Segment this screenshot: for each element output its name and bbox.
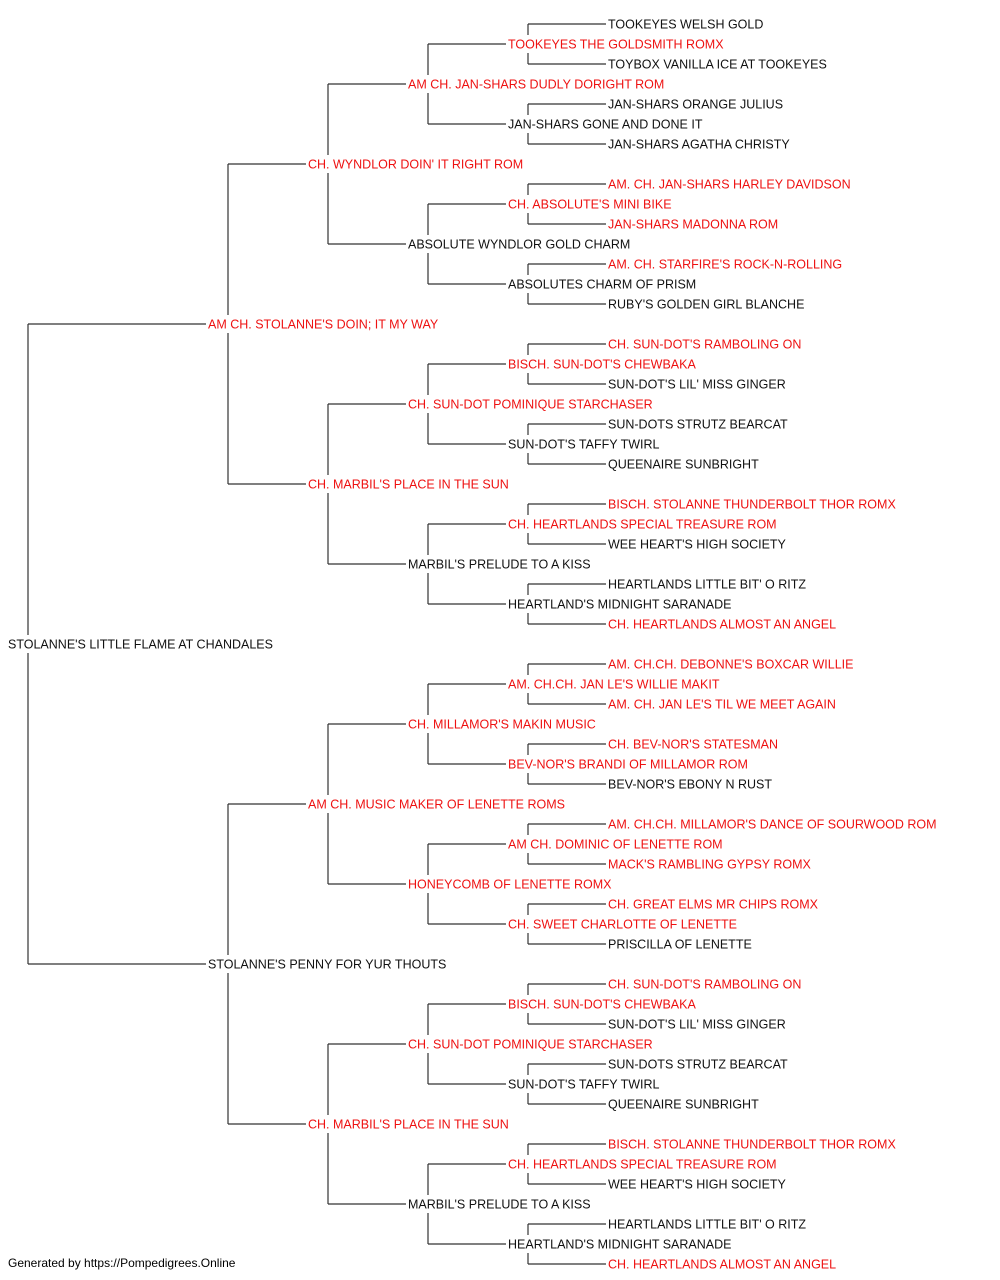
ancestor-name-gen5: RUBY'S GOLDEN GIRL BLANCHE [608, 298, 804, 312]
ancestor-name-gen4: TOOKEYES THE GOLDSMITH ROMX [508, 38, 724, 52]
subject-dog-name: STOLANNE'S LITTLE FLAME AT CHANDALES [8, 638, 273, 652]
ancestor-name-gen2: CH. MARBIL'S PLACE IN THE SUN [308, 478, 509, 492]
ancestor-name-gen4: CH. HEARTLANDS SPECIAL TREASURE ROM [508, 1158, 777, 1172]
ancestor-name-gen5: WEE HEART'S HIGH SOCIETY [608, 538, 787, 552]
ancestor-name-gen5: WEE HEART'S HIGH SOCIETY [608, 1178, 787, 1192]
ancestor-name-gen5: AM. CH. STARFIRE'S ROCK-N-ROLLING [608, 258, 842, 272]
ancestor-name-gen3: ABSOLUTE WYNDLOR GOLD CHARM [408, 238, 630, 252]
ancestor-name-gen4: HEARTLAND'S MIDNIGHT SARANADE [508, 1238, 732, 1252]
ancestor-name-gen5: CH. HEARTLANDS ALMOST AN ANGEL [608, 1258, 836, 1272]
ancestor-name-gen5: AM. CH. JAN LE'S TIL WE MEET AGAIN [608, 698, 836, 712]
ancestor-name-gen2: CH. MARBIL'S PLACE IN THE SUN [308, 1118, 509, 1132]
ancestor-name-gen5: MACK'S RAMBLING GYPSY ROMX [608, 858, 812, 872]
ancestor-name-gen5: CH. GREAT ELMS MR CHIPS ROMX [608, 898, 819, 912]
ancestor-name-gen5: PRISCILLA OF LENETTE [608, 938, 752, 952]
ancestor-name-gen5: SUN-DOT'S LIL' MISS GINGER [608, 378, 786, 392]
ancestor-name-gen1: STOLANNE'S PENNY FOR YUR THOUTS [208, 958, 446, 972]
ancestor-name-gen4: BISCH. SUN-DOT'S CHEWBAKA [508, 998, 696, 1012]
ancestor-name-gen5: HEARTLANDS LITTLE BIT' O RITZ [608, 1218, 806, 1232]
ancestor-name-gen5: TOOKEYES WELSH GOLD [608, 18, 763, 32]
ancestor-name-gen5: SUN-DOT'S LIL' MISS GINGER [608, 1018, 786, 1032]
ancestor-name-gen3: CH. SUN-DOT POMINIQUE STARCHASER [408, 398, 653, 412]
ancestor-name-gen4: CH. SWEET CHARLOTTE OF LENETTE [508, 918, 737, 932]
ancestor-name-gen5: CH. HEARTLANDS ALMOST AN ANGEL [608, 618, 836, 632]
ancestor-name-gen5: QUEENAIRE SUNBRIGHT [608, 1098, 759, 1112]
ancestor-name-gen5: AM. CH.CH. DEBONNE'S BOXCAR WILLIE [608, 658, 853, 672]
ancestor-name-gen4: CH. HEARTLANDS SPECIAL TREASURE ROM [508, 518, 777, 532]
ancestor-name-gen5: HEARTLANDS LITTLE BIT' O RITZ [608, 578, 806, 592]
ancestor-name-gen3: AM CH. JAN-SHARS DUDLY DORIGHT ROM [408, 78, 664, 92]
ancestor-name-gen2: AM CH. MUSIC MAKER OF LENETTE ROMS [308, 798, 565, 812]
ancestor-name-gen3: MARBIL'S PRELUDE TO A KISS [408, 1198, 591, 1212]
ancestor-name-gen5: AM. CH.CH. MILLAMOR'S DANCE OF SOURWOOD … [608, 818, 937, 832]
ancestor-name-gen4: BISCH. SUN-DOT'S CHEWBAKA [508, 358, 696, 372]
ancestor-name-gen5: QUEENAIRE SUNBRIGHT [608, 458, 759, 472]
footer-credit: Generated by https://Pompedigrees.Online [8, 1256, 236, 1270]
ancestor-name-gen3: HONEYCOMB OF LENETTE ROMX [408, 878, 612, 892]
ancestor-name-gen4: AM CH. DOMINIC OF LENETTE ROM [508, 838, 723, 852]
ancestor-name-gen5: CH. BEV-NOR'S STATESMAN [608, 738, 778, 752]
ancestor-name-gen3: CH. MILLAMOR'S MAKIN MUSIC [408, 718, 596, 732]
ancestor-name-gen5: JAN-SHARS MADONNA ROM [608, 218, 778, 232]
ancestor-name-gen4: BEV-NOR'S BRANDI OF MILLAMOR ROM [508, 758, 748, 772]
ancestor-name-gen5: JAN-SHARS ORANGE JULIUS [608, 98, 783, 112]
ancestor-name-gen5: BISCH. STOLANNE THUNDERBOLT THOR ROMX [608, 1138, 896, 1152]
ancestor-name-gen5: TOYBOX VANILLA ICE AT TOOKEYES [608, 58, 827, 72]
ancestor-name-gen5: SUN-DOTS STRUTZ BEARCAT [608, 418, 788, 432]
ancestor-name-gen1: AM CH. STOLANNE'S DOIN; IT MY WAY [208, 318, 439, 332]
ancestor-name-gen3: MARBIL'S PRELUDE TO A KISS [408, 558, 591, 572]
ancestor-name-gen4: AM. CH.CH. JAN LE'S WILLIE MAKIT [508, 678, 720, 692]
ancestor-name-gen4: CH. ABSOLUTE'S MINI BIKE [508, 198, 672, 212]
ancestor-name-gen2: CH. WYNDLOR DOIN' IT RIGHT ROM [308, 158, 523, 172]
ancestor-name-gen3: CH. SUN-DOT POMINIQUE STARCHASER [408, 1038, 653, 1052]
ancestor-name-gen4: SUN-DOT'S TAFFY TWIRL [508, 1078, 660, 1092]
ancestor-name-gen5: AM. CH. JAN-SHARS HARLEY DAVIDSON [608, 178, 851, 192]
ancestor-name-gen5: CH. SUN-DOT'S RAMBOLING ON [608, 978, 801, 992]
ancestor-name-gen5: BISCH. STOLANNE THUNDERBOLT THOR ROMX [608, 498, 896, 512]
ancestor-name-gen4: JAN-SHARS GONE AND DONE IT [508, 118, 703, 132]
ancestor-name-gen5: SUN-DOTS STRUTZ BEARCAT [608, 1058, 788, 1072]
ancestor-name-gen4: ABSOLUTES CHARM OF PRISM [508, 278, 696, 292]
ancestor-name-gen5: CH. SUN-DOT'S RAMBOLING ON [608, 338, 801, 352]
ancestor-name-gen5: BEV-NOR'S EBONY N RUST [608, 778, 772, 792]
ancestor-name-gen4: HEARTLAND'S MIDNIGHT SARANADE [508, 598, 732, 612]
ancestor-name-gen5: JAN-SHARS AGATHA CHRISTY [608, 138, 790, 152]
ancestor-name-gen4: SUN-DOT'S TAFFY TWIRL [508, 438, 660, 452]
